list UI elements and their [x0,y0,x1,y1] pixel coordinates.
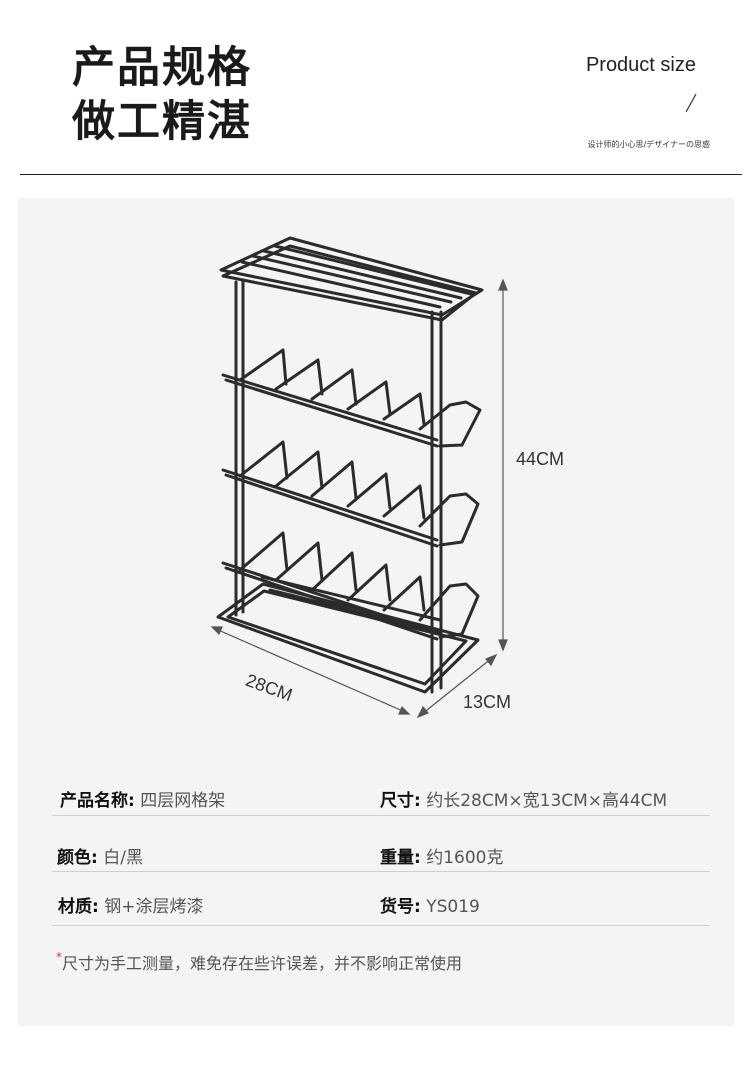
spec-size-label: 尺寸: [380,791,421,811]
english-title: Product size [585,54,696,76]
spec-material: 材质: 钢+涂层烤漆 [58,892,203,917]
spec-sku: 货号: YS019 [380,892,480,917]
depth-dimension: 13CM [463,692,512,712]
header-divider [20,174,742,175]
spec-sku-value: YS019 [426,897,480,917]
slash-decoration-icon [685,93,697,113]
spec-divider [52,815,710,816]
spec-color-value: 白/黑 [103,848,143,868]
spec-sku-label: 货号: [380,897,421,917]
designer-note: 设计师的小心思/デザイナーの思惑 [587,140,710,149]
spec-material-value: 钢+涂层烤漆 [104,897,204,917]
spec-name-value: 四层网格架 [140,791,226,811]
note-star: * [56,950,62,964]
spec-name: 产品名称: 四层网格架 [60,786,225,811]
page-title-line2: 做工精湛 [72,97,252,147]
spec-weight-value: 约1600克 [426,848,504,868]
page-title-line1: 产品规格 [72,43,252,93]
measurement-note: *尺寸为手工测量，难免存在些许误差，并不影响正常使用 [56,950,462,974]
spec-weight-label: 重量: [380,848,421,868]
note-text: 尺寸为手工测量，难免存在些许误差，并不影响正常使用 [62,954,463,973]
spec-divider [52,871,710,872]
spec-size: 尺寸: 约长28CM×宽13CM×高44CM [380,786,667,811]
spec-color-label: 颜色: [57,848,98,868]
height-dimension: 44CM [516,449,565,469]
spec-weight: 重量: 约1600克 [380,843,503,868]
spec-size-value: 约长28CM×宽13CM×高44CM [426,791,668,811]
spec-color: 颜色: 白/黑 [57,843,143,868]
spec-material-label: 材质: [58,897,99,917]
spec-name-label: 产品名称: [60,791,135,811]
spec-divider [52,925,710,926]
